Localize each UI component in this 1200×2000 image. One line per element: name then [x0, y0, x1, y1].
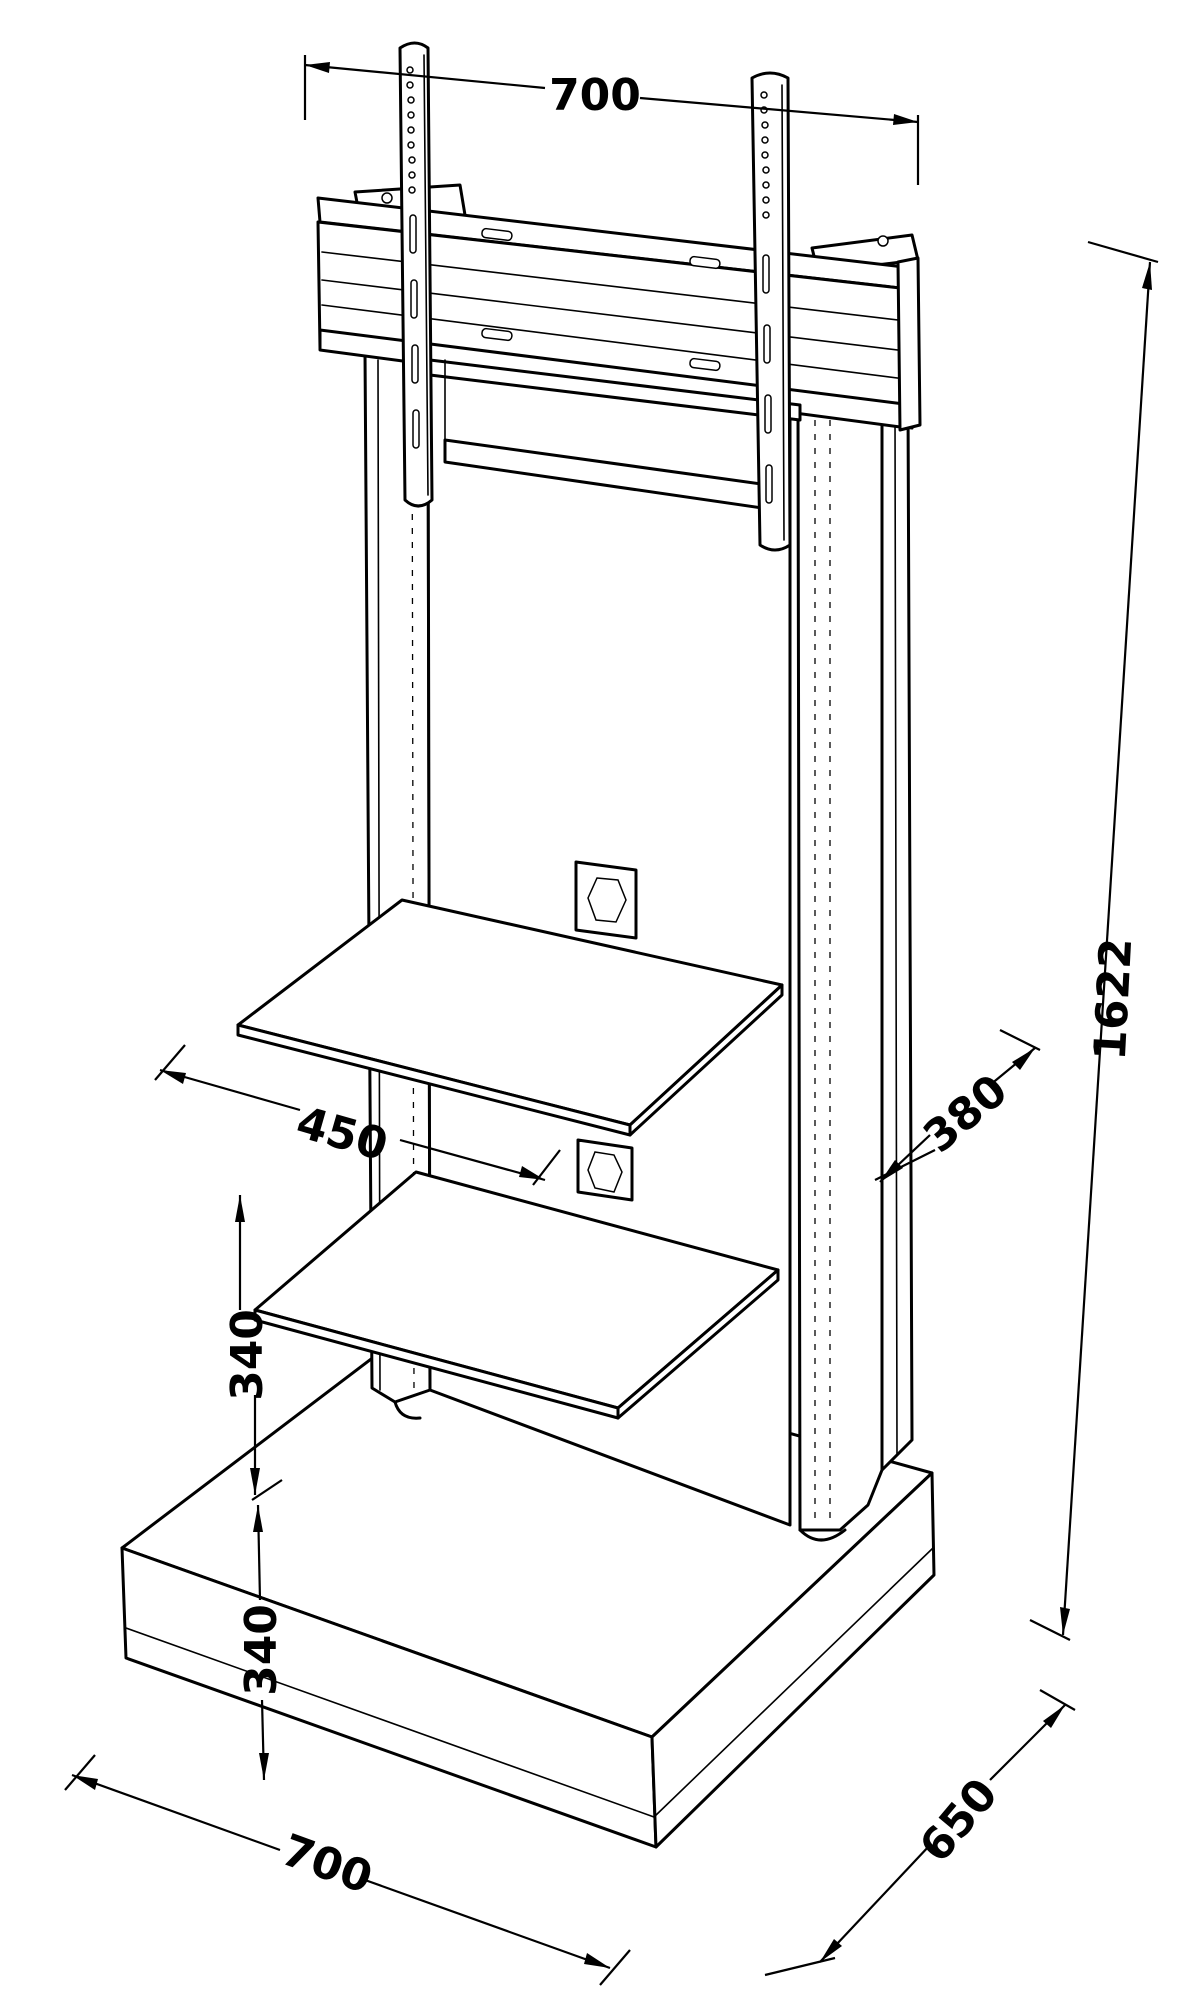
dim-label-top-width: 700	[549, 70, 641, 121]
vesa-arm-right	[750, 71, 792, 552]
lower-shelf	[253, 1170, 780, 1420]
right-column	[796, 398, 914, 1542]
dim-label-shelf-spacing: 340	[222, 1309, 273, 1401]
cable-port-upper	[574, 860, 638, 940]
dim-label-shelf-depth: 380	[914, 1065, 1017, 1163]
dim-base-depth: 650	[764, 1689, 1076, 1977]
dim-label-total-height: 1622	[1085, 937, 1142, 1062]
vesa-arm-left	[398, 41, 434, 508]
dim-top-width: 700	[303, 55, 920, 185]
dim-base-to-shelf: 340	[236, 1504, 287, 1781]
dim-label-base-depth: 650	[910, 1769, 1008, 1872]
dim-shelf-spacing: 340	[222, 1195, 283, 1501]
upper-shelf	[236, 898, 784, 1137]
cable-port-lower	[576, 1138, 634, 1202]
arm-holes-right	[760, 91, 773, 504]
dim-label-base-width: 700	[275, 1825, 379, 1904]
dim-total-height: 1622	[1029, 240, 1159, 1641]
dim-label-base-to-shelf: 340	[236, 1604, 287, 1696]
arm-holes-left	[406, 66, 420, 449]
